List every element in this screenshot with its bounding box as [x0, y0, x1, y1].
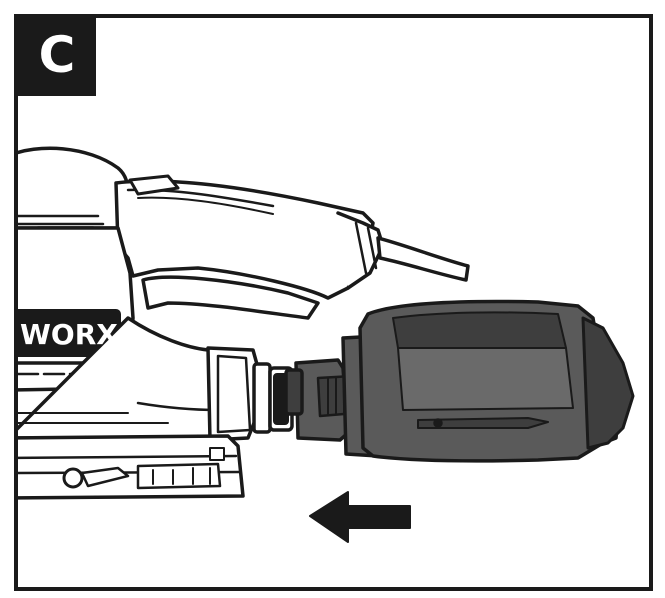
brand-mark-text: WORX [20, 318, 118, 351]
figure-frame: WORX C [14, 14, 653, 591]
dust-box [284, 299, 635, 463]
palm-sander [18, 146, 470, 500]
step-badge: C [18, 18, 96, 96]
step-letter: C [38, 26, 76, 84]
left-arrow-icon [309, 491, 411, 543]
sander-assembly-illustration: WORX [18, 146, 635, 543]
